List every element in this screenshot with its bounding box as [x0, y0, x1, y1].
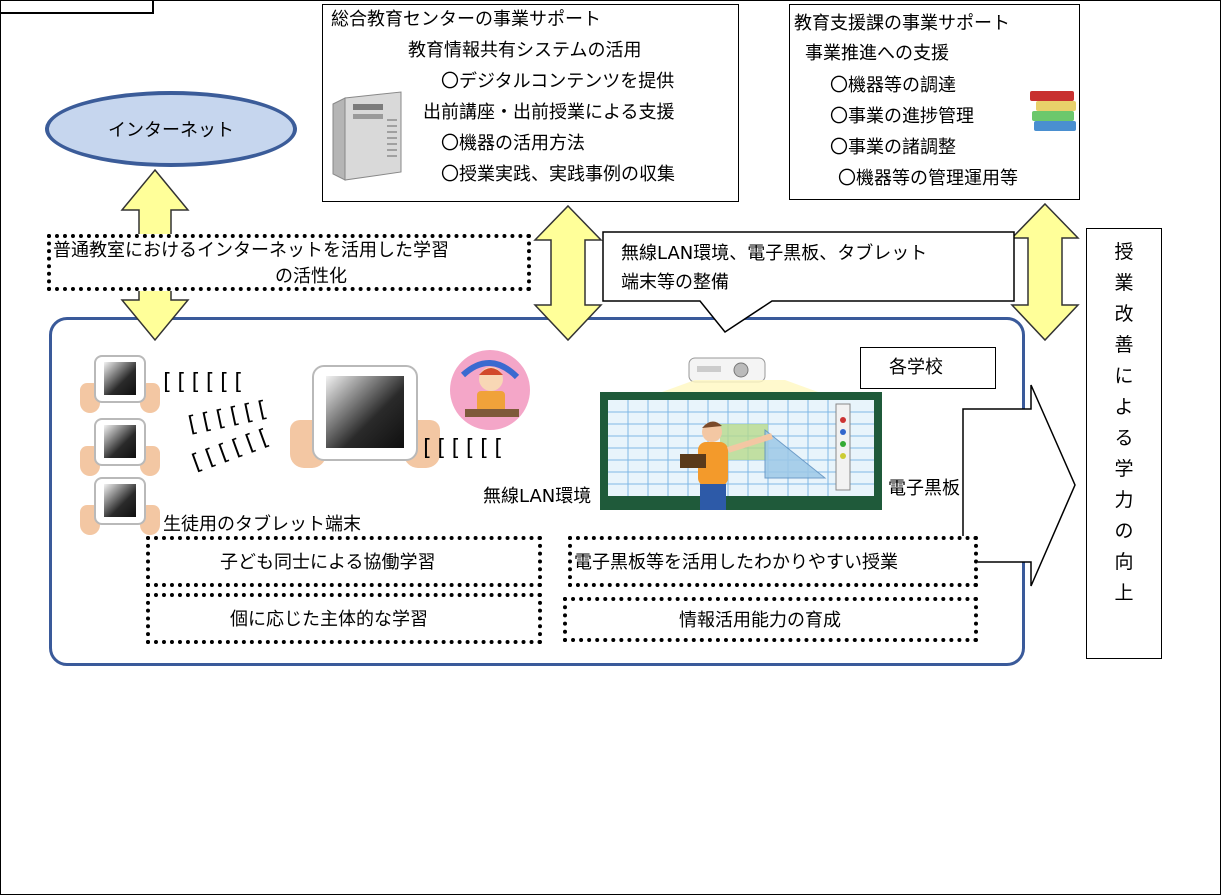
student-tablet-1 [80, 355, 160, 415]
internet-learning-box: 普通教室におけるインターネットを活用した学習 の活性化 [47, 234, 531, 291]
result-char: 力 [1114, 489, 1134, 511]
center-support-line1: 教育情報共有システムの活用 [408, 40, 642, 61]
individual-learning-label: 個に応じた主体的な学習 [230, 609, 428, 630]
wireless-waves-1: [[[[[[ [160, 370, 246, 395]
equipment-callout-line2: 端末等の整備 [621, 272, 729, 293]
result-text: 授 業 改 善 に よ る 学 力 の 向 上 [1087, 237, 1161, 609]
result-char: 授 [1114, 241, 1134, 263]
division-support-line1: 事業推進への支援 [805, 43, 949, 64]
info-skills-box: 情報活用能力の育成 [563, 597, 978, 642]
internet-ellipse: インターネット [45, 91, 297, 167]
center-support-line4: 〇機器の活用方法 [441, 133, 585, 154]
internet-learning-line1: 普通教室におけるインターネットを活用した学習 [53, 240, 449, 261]
center-support-title: 総合教育センターの事業サポート [331, 9, 601, 30]
division-support-box: 教育支援課の事業サポート 事業推進への支援 〇機器等の調達 〇事業の進捗管理 〇… [789, 4, 1080, 200]
center-school-arrow [533, 204, 603, 342]
result-char: 改 [1114, 303, 1134, 325]
result-char: 上 [1114, 582, 1134, 604]
center-support-line5: 〇授業実践、実践事例の収集 [441, 164, 675, 185]
student-tablet-2 [80, 418, 160, 478]
school-label-box: 各学校 [860, 347, 996, 389]
result-char: よ [1114, 396, 1134, 418]
result-char: に [1114, 365, 1134, 387]
server-icon [332, 91, 402, 181]
books-icon [1030, 91, 1076, 131]
division-support-line2: 〇機器等の調達 [830, 75, 956, 96]
equipment-callout-shape [602, 231, 1015, 334]
center-support-box: 総合教育センターの事業サポート 教育情報共有システムの活用 〇デジタルコンテンツ… [322, 4, 739, 202]
division-support-line4: 〇事業の諸調整 [830, 137, 956, 158]
result-char: 業 [1114, 272, 1134, 294]
center-support-line3: 出前講座・出前授業による支援 [423, 102, 675, 123]
result-char: 善 [1114, 334, 1134, 356]
corner-tab [0, 0, 154, 14]
result-box: 授 業 改 善 に よ る 学 力 の 向 上 [1086, 228, 1162, 659]
whiteboard-label: 電子黒板 [888, 478, 960, 499]
clear-lessons-label: 電子黒板等を活用したわかりやすい授業 [574, 552, 898, 573]
electronic-whiteboard [600, 380, 882, 510]
result-char: の [1114, 520, 1134, 542]
result-char: 学 [1114, 458, 1134, 480]
equipment-callout-line1: 無線LAN環境、電子黒板、タブレット [621, 243, 928, 264]
wireless-lan-label: 無線LAN環境 [483, 486, 592, 507]
clear-lessons-box: 電子黒板等を活用したわかりやすい授業 [568, 536, 978, 587]
collab-learning-box: 子ども同士による協働学習 [146, 536, 542, 587]
internet-label: インターネット [108, 120, 234, 141]
division-support-line5: 〇機器等の管理運用等 [838, 168, 1018, 189]
student-tablet-3 [80, 477, 160, 537]
info-skills-label: 情報活用能力の育成 [679, 610, 841, 631]
division-support-title: 教育支援課の事業サポート [794, 13, 1010, 34]
wireless-waves-4: [[[[[[ [420, 436, 506, 461]
result-char: る [1114, 427, 1134, 449]
improvement-arrow [962, 384, 1076, 587]
teacher-tablet [290, 365, 440, 471]
division-school-arrow [1010, 202, 1080, 342]
division-support-line3: 〇事業の進捗管理 [830, 106, 974, 127]
internet-learning-line2: の活性化 [275, 266, 347, 287]
student-tablets-label: 生徒用のタブレット端末 [163, 514, 361, 535]
collab-learning-label: 子ども同士による協働学習 [220, 552, 436, 573]
center-support-line2: 〇デジタルコンテンツを提供 [441, 71, 675, 92]
result-char: 向 [1114, 551, 1134, 573]
student-desk-illustration [450, 350, 530, 430]
individual-learning-box: 個に応じた主体的な学習 [146, 593, 542, 644]
projector-icon [688, 357, 766, 383]
school-label: 各学校 [889, 357, 943, 378]
